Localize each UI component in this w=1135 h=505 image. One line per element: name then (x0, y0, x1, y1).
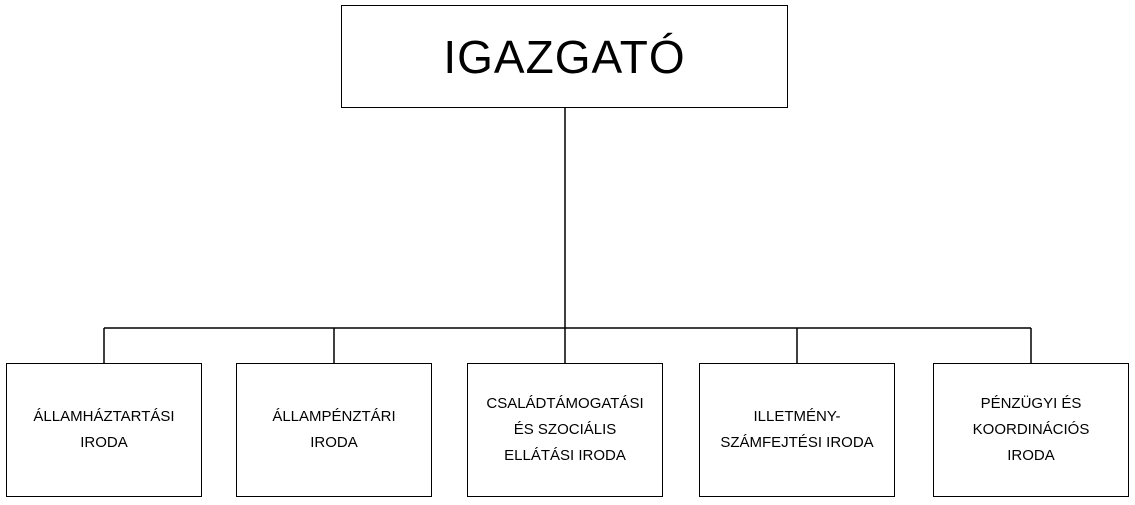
child-node-label: ILLETMÉNY- SZÁMFEJTÉSI IRODA (720, 408, 874, 451)
child-node-finance-coordination-office: PÉNZÜGYI ÉS KOORDINÁCIÓS IRODA (933, 363, 1129, 497)
child-node-label: PÉNZÜGYI ÉS KOORDINÁCIÓS IRODA (972, 395, 1090, 464)
child-node-treasury-office: ÁLLAMPÉNZTÁRI IRODA (236, 363, 432, 497)
child-node-family-social-office: CSALÁDTÁMOGATÁSI ÉS SZOCIÁLIS ELLÁTÁSI I… (467, 363, 663, 497)
child-node-payroll-office: ILLETMÉNY- SZÁMFEJTÉSI IRODA (699, 363, 895, 497)
child-node-label: CSALÁDTÁMOGATÁSI ÉS SZOCIÁLIS ELLÁTÁSI I… (486, 395, 644, 464)
root-node-director: IGAZGATÓ (341, 5, 788, 108)
child-node-label: ÁLLAMPÉNZTÁRI IRODA (272, 408, 396, 451)
root-node-label: IGAZGATÓ (443, 30, 686, 83)
child-node-public-finance-office: ÁLLAMHÁZTARTÁSI IRODA (6, 363, 202, 497)
child-node-label: ÁLLAMHÁZTARTÁSI IRODA (33, 408, 175, 451)
